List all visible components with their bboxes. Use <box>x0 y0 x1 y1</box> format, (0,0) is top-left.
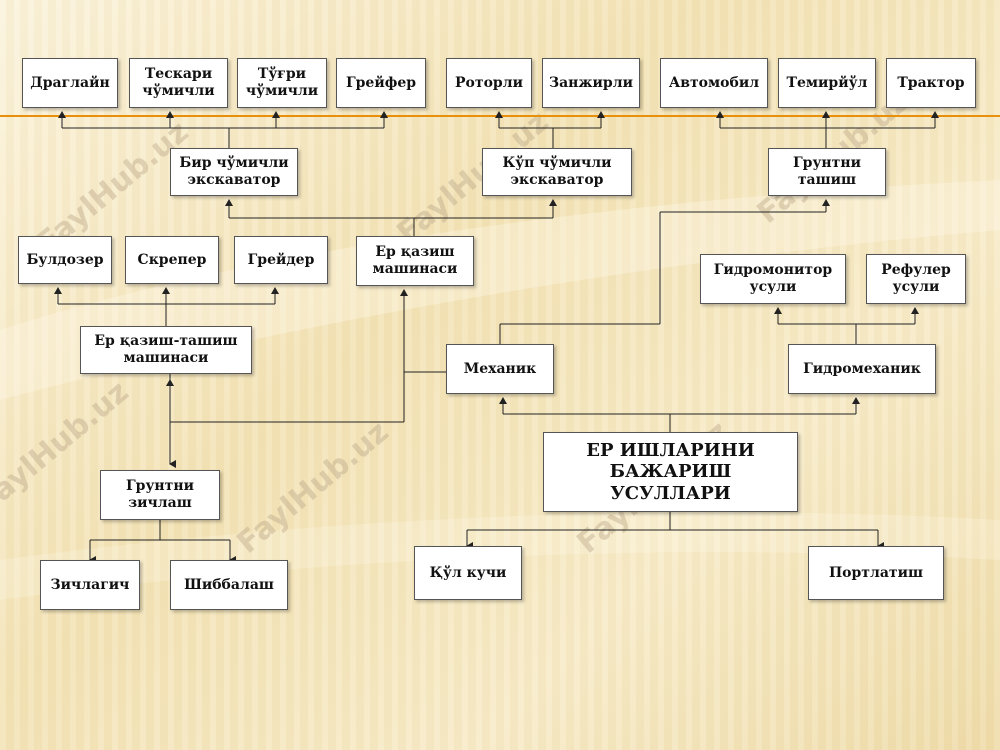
node-bir-chumichli-ekskavator: Бир чўмичли экскаватор <box>170 148 298 196</box>
node-tugri-chumichli: Тўғри чўмичли <box>237 58 327 108</box>
node-er-qazish-mashinasi: Ер қазиш машинаси <box>356 236 474 286</box>
node-draglayn: Драглайн <box>22 58 118 108</box>
node-er-qazish-tashish-mashinasi: Ер қазиш-ташиш машинаси <box>80 326 252 374</box>
node-gidromonitor-usuli: Гидромонитор усули <box>700 254 846 304</box>
node-gruntni-zichlash: Грунтни зичлаш <box>100 470 220 520</box>
node-mexanik: Механик <box>446 344 554 394</box>
node-zanjirli: Занжирли <box>542 58 640 108</box>
node-portlatish: Портлатиш <box>808 546 944 600</box>
node-skreper: Скрепер <box>125 236 219 284</box>
node-greyder: Грейдер <box>234 236 328 284</box>
node-rotorli: Роторли <box>446 58 532 108</box>
node-temiryul: Темирйўл <box>778 58 876 108</box>
node-gruntni-tashish: Грунтни ташиш <box>768 148 886 196</box>
node-qul-kuchi: Қўл кучи <box>414 546 522 600</box>
node-zichlagich: Зичлагич <box>40 560 140 610</box>
node-gidromexanik: Гидромеханик <box>788 344 936 394</box>
node-shibbalash: Шиббалаш <box>170 560 288 610</box>
node-er-ishlarini-bajarish-usullari: ЕР ИШЛАРИНИ БАЖАРИШ УСУЛЛАРИ <box>543 432 798 512</box>
node-refuler-usuli: Рефулер усули <box>866 254 966 304</box>
node-greyfer: Грейфер <box>336 58 426 108</box>
node-kup-chumichli-ekskavator: Кўп чўмичли экскаватор <box>482 148 632 196</box>
node-traktor: Трактор <box>886 58 976 108</box>
node-avtomobil: Автомобил <box>660 58 768 108</box>
node-teskari-chumichli: Тескари чўмичли <box>129 58 228 108</box>
node-buldozer: Булдозер <box>18 236 112 284</box>
